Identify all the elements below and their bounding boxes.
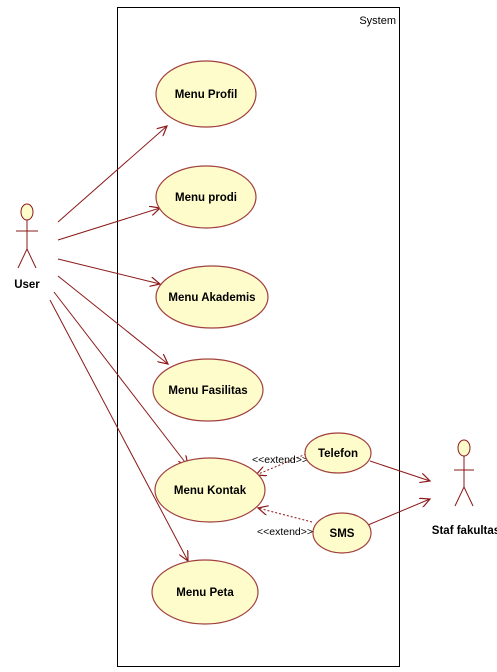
actor-user [16, 203, 38, 269]
usecase-menu-kontak [154, 457, 266, 523]
usecase-menu-fasilitas [152, 358, 264, 422]
usecase-menu-prodi-label: Menu prodi [175, 192, 237, 204]
association-user-peta [49, 299, 188, 561]
system-boundary [117, 7, 400, 667]
usecase-menu-profil [155, 60, 257, 128]
association-user-fasilitas [57, 275, 168, 364]
actor-user-label: User [14, 279, 40, 291]
usecase-menu-peta-label: Menu Peta [176, 587, 234, 599]
usecase-sms-label: SMS [330, 528, 355, 540]
actor-staf-fakultas [454, 439, 474, 507]
extend-sms-kontak [258, 508, 313, 523]
association-user-profil [57, 126, 167, 223]
extend-sms-label: <<extend>> [257, 526, 313, 538]
usecase-menu-prodi [155, 165, 257, 229]
association-user-akademis [57, 258, 160, 284]
usecase-menu-akademis-label: Menu Akademis [168, 292, 255, 304]
extend-telefon-kontak [256, 453, 307, 475]
usecase-sms [312, 512, 372, 554]
usecase-telefon-label: Telefon [318, 448, 358, 460]
usecase-menu-kontak-label: Menu Kontak [174, 485, 247, 497]
system-label: System [359, 15, 396, 27]
actor-staf-fakultas-label: Staf fakultas [432, 525, 497, 537]
association-telefon-staf [369, 460, 430, 481]
extend-telefon-label: <<extend>> [252, 454, 308, 466]
usecase-menu-akademis [155, 265, 269, 329]
usecase-telefon [304, 432, 372, 474]
association-user-kontak [53, 291, 188, 466]
usecase-menu-fasilitas-label: Menu Fasilitas [168, 385, 247, 397]
usecase-menu-peta [151, 559, 259, 625]
association-sms-staf [367, 499, 430, 526]
association-user-prodi [57, 208, 160, 241]
usecase-menu-profil-label: Menu Profil [175, 89, 238, 101]
